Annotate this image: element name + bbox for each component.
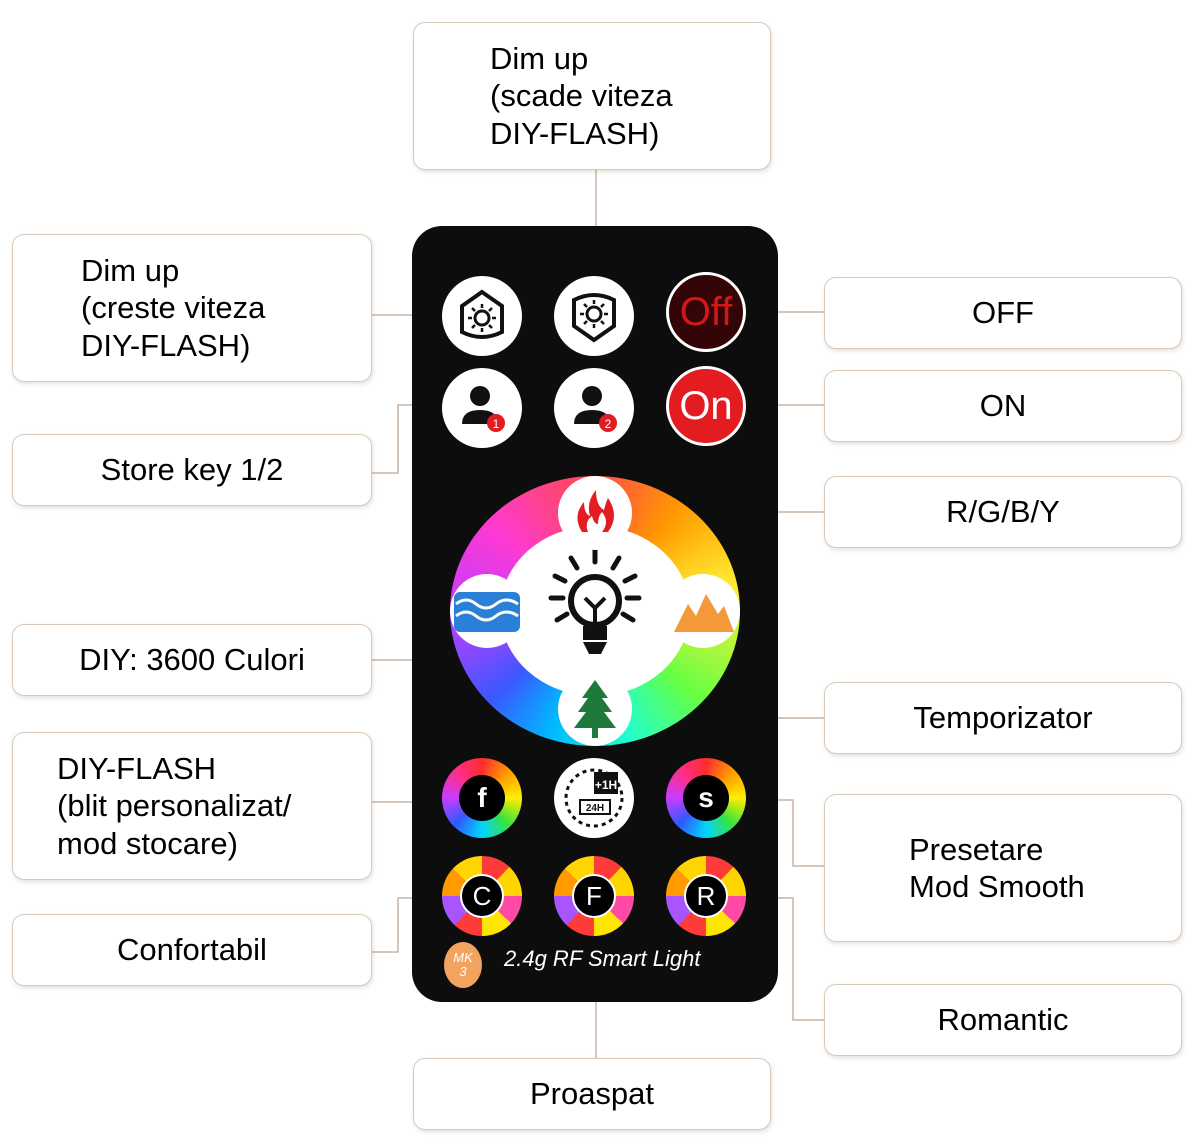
- romantic-mode-inner: R: [684, 874, 728, 918]
- comfort-mode-button[interactable]: C: [442, 856, 522, 936]
- callout-rgby: R/G/B/Y: [824, 476, 1182, 548]
- callout-off-text: OFF: [972, 295, 1034, 331]
- callout-rgby-text: R/G/B/Y: [946, 494, 1060, 530]
- user-icon: 1: [462, 386, 505, 432]
- store-2-number: 2: [605, 417, 612, 431]
- callout-store-key: Store key 1/2: [12, 434, 372, 506]
- timer-button[interactable]: +1H 24H: [554, 758, 634, 838]
- smooth-mode-letter: s: [698, 782, 714, 813]
- callout-diy-colors-text: DIY: 3600 Culori: [79, 642, 305, 678]
- tree-icon: [574, 680, 616, 738]
- diy-flash-button[interactable]: f: [442, 758, 522, 838]
- wave-icon: [454, 592, 520, 632]
- clock-icon: +1H 24H: [564, 768, 624, 828]
- user-icon: 2: [574, 386, 617, 432]
- timer-plus-1h: +1H: [595, 778, 617, 792]
- smooth-mode-inner: s: [683, 775, 729, 821]
- smooth-mode-button[interactable]: s: [666, 758, 746, 838]
- diy-flash-letter: f: [477, 782, 487, 813]
- on-button-label: On: [679, 383, 733, 428]
- callout-on-text: ON: [979, 388, 1027, 424]
- callout-dim-up-top: Dim up (scade viteza DIY-FLASH): [413, 22, 771, 170]
- callout-confortabil-text: Confortabil: [117, 932, 267, 968]
- comfort-mode-letter: C: [472, 880, 492, 911]
- diy-flash-inner: f: [459, 775, 505, 821]
- color-wheel[interactable]: [450, 476, 740, 746]
- store-key-1-button[interactable]: 1: [442, 368, 522, 448]
- on-button[interactable]: On: [666, 366, 746, 446]
- callout-romantic-text: Romantic: [937, 1002, 1069, 1038]
- fresh-mode-inner: F: [572, 874, 616, 918]
- callout-presetare-text: Presetare Mod Smooth: [909, 831, 1085, 904]
- fresh-mode-button[interactable]: F: [554, 856, 634, 936]
- callout-dim-up-top-text: Dim up (scade viteza DIY-FLASH): [490, 41, 673, 151]
- callout-temporizator: Temporizator: [824, 682, 1182, 754]
- callout-proaspat: Proaspat: [413, 1058, 771, 1130]
- callout-presetare: Presetare Mod Smooth: [824, 794, 1182, 942]
- callout-off: OFF: [824, 277, 1182, 349]
- dim-down-icon: [572, 293, 616, 343]
- timer-24h: 24H: [586, 803, 604, 814]
- dim-down-button[interactable]: [554, 276, 634, 356]
- callout-dim-up-left-text: Dim up (creste viteza DIY-FLASH): [81, 253, 266, 363]
- mountain-icon: [674, 594, 734, 632]
- brand-text: 2.4g RF Smart Light: [504, 946, 701, 971]
- fire-icon: [577, 490, 614, 532]
- romantic-mode-button[interactable]: R: [666, 856, 746, 936]
- bulb-icon: [548, 547, 642, 654]
- callout-confortabil: Confortabil: [12, 914, 372, 986]
- store-1-number: 1: [493, 417, 500, 431]
- callout-dim-up-left: Dim up (creste viteza DIY-FLASH): [12, 234, 372, 382]
- wheel-center: [500, 526, 690, 696]
- green-color-button[interactable]: [558, 672, 632, 746]
- dim-up-icon: [460, 289, 504, 339]
- off-button[interactable]: Off: [666, 272, 746, 352]
- callout-diy-flash-text: DIY-FLASH (blit personalizat/ mod stocar…: [57, 751, 292, 861]
- dim-up-button[interactable]: [442, 276, 522, 356]
- remote-control: Off 1 2 On: [412, 226, 778, 1002]
- callout-store-key-text: Store key 1/2: [100, 452, 284, 488]
- comfort-mode-inner: C: [460, 874, 504, 918]
- yellow-color-button[interactable]: [666, 574, 740, 648]
- callout-on: ON: [824, 370, 1182, 442]
- off-button-label: Off: [679, 289, 733, 334]
- callout-diy-colors: DIY: 3600 Culori: [12, 624, 372, 696]
- model-badge: MK 3: [444, 942, 482, 988]
- callout-temporizator-text: Temporizator: [913, 700, 1093, 736]
- fresh-mode-letter: F: [586, 880, 602, 911]
- blue-color-button[interactable]: [450, 574, 524, 648]
- red-color-button[interactable]: [558, 476, 632, 550]
- romantic-mode-letter: R: [696, 880, 716, 911]
- store-key-2-button[interactable]: 2: [554, 368, 634, 448]
- callout-romantic: Romantic: [824, 984, 1182, 1056]
- model-badge-text: MK 3: [453, 949, 473, 979]
- callout-diy-flash: DIY-FLASH (blit personalizat/ mod stocar…: [12, 732, 372, 880]
- callout-proaspat-text: Proaspat: [529, 1076, 655, 1112]
